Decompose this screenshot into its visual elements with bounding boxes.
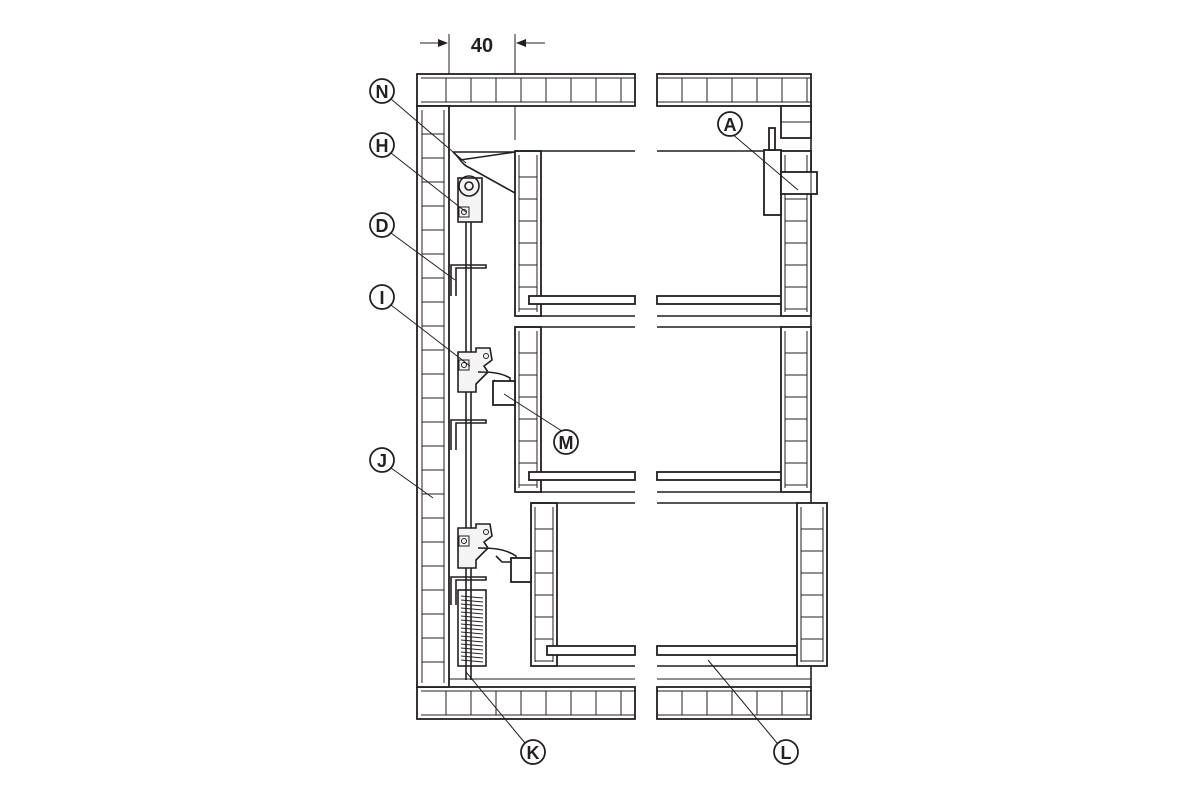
bottom-panel (416, 686, 812, 720)
svg-text:H: H (376, 136, 389, 156)
svg-text:D: D (376, 216, 389, 236)
dimension-label: 40 (471, 35, 493, 57)
spring-K (457, 589, 487, 667)
bracket-D (450, 264, 487, 605)
roller-H (457, 175, 483, 223)
label-I: I (369, 284, 395, 310)
left-side-panel (416, 105, 450, 688)
svg-text:M: M (559, 433, 574, 453)
lock-rod (465, 200, 472, 680)
lock-cylinder-A (763, 127, 818, 216)
label-J: J (369, 447, 395, 473)
label-K: K (520, 739, 546, 765)
label-L: L (773, 739, 799, 765)
svg-text:I: I (379, 288, 384, 308)
label-A: A (717, 111, 743, 137)
label-N: N (369, 78, 395, 104)
drawer-2 (514, 326, 812, 493)
catch-M (492, 380, 516, 406)
top-panel (416, 73, 812, 107)
label-D: D (369, 212, 395, 238)
drawer-3 (530, 502, 828, 667)
svg-text:L: L (781, 743, 792, 763)
svg-text:A: A (724, 115, 737, 135)
leader-lines (390, 98, 799, 744)
svg-text:J: J (377, 451, 387, 471)
label-H: H (369, 132, 395, 158)
label-M: M (553, 429, 579, 455)
latch-I-2 (457, 523, 532, 583)
svg-text:K: K (527, 743, 540, 763)
svg-text:N: N (376, 82, 389, 102)
